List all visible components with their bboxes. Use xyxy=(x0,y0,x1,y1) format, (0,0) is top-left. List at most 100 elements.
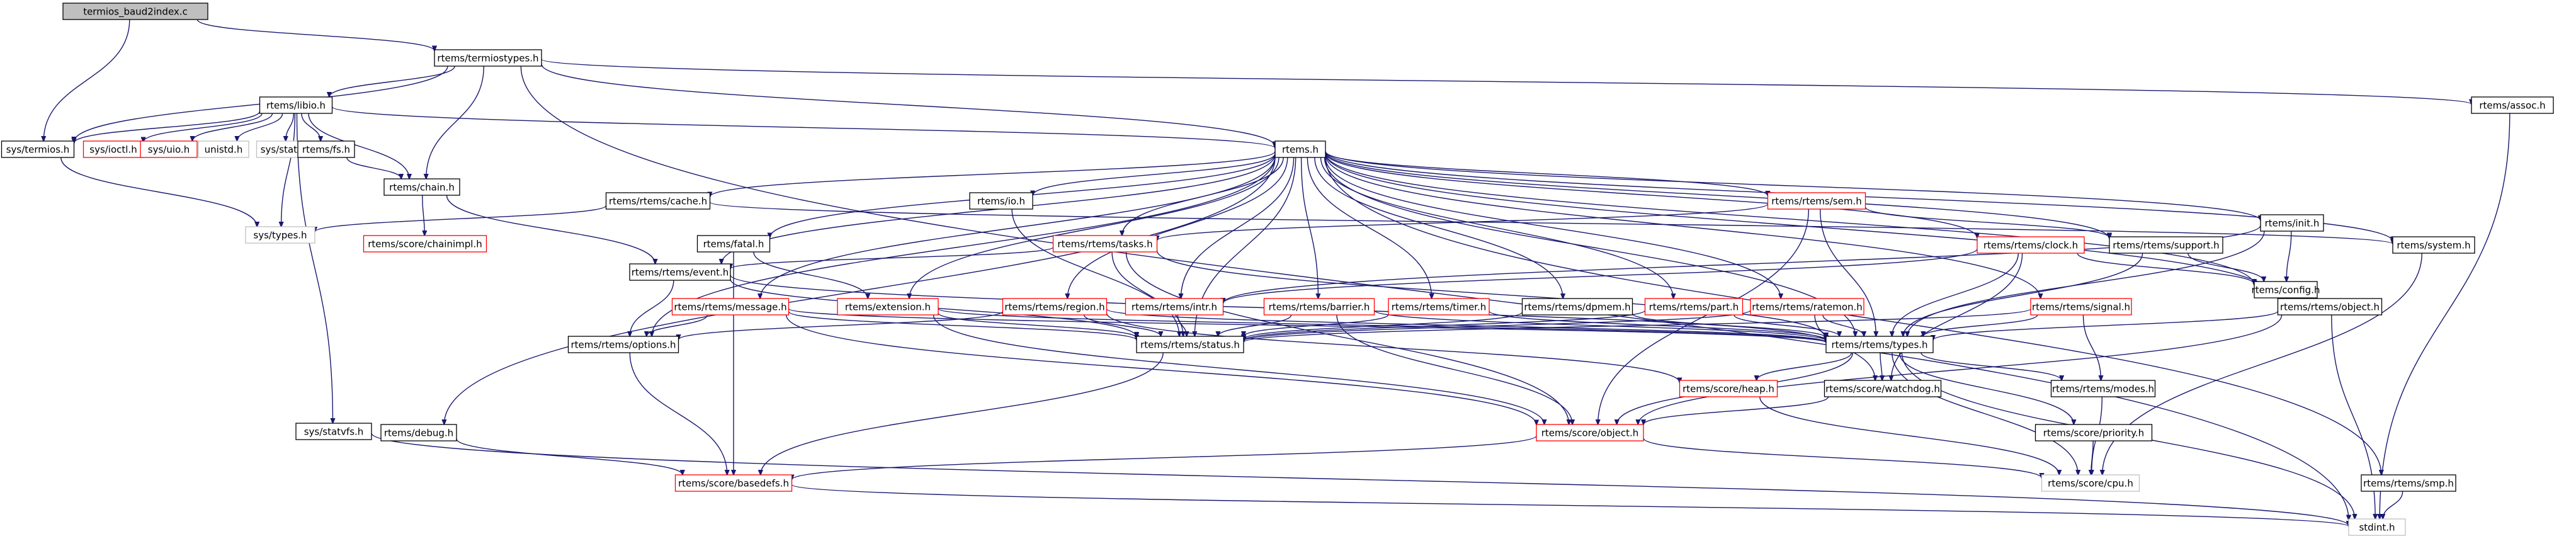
edge-fatal-to-extension xyxy=(753,251,868,299)
node-cache[interactable]: rtems/rtems/cache.h xyxy=(605,192,711,210)
node-priority[interactable]: rtems/score/priority.h xyxy=(2034,424,2153,441)
node-label: rtems/rtems/clock.h xyxy=(1983,240,2078,251)
node-event[interactable]: rtems/rtems/event.h xyxy=(629,263,731,281)
node-rtemsfs[interactable]: rtems/fs.h xyxy=(297,140,355,158)
node-intr[interactable]: rtems/rtems/intr.h xyxy=(1125,298,1224,316)
edge-libio-to-sysioctl xyxy=(144,113,263,142)
node-box xyxy=(1825,336,1934,353)
edges-layer xyxy=(43,19,2511,527)
node-config[interactable]: rtems/config.h xyxy=(2252,281,2320,299)
node-label: rtems/chain.h xyxy=(389,182,455,193)
node-stdint[interactable]: stdint.h xyxy=(2348,518,2406,536)
node-systypes[interactable]: sys/types.h xyxy=(245,226,315,244)
node-cpu[interactable]: rtems/score/cpu.h xyxy=(2041,474,2140,492)
node-chainimpl[interactable]: rtems/score/chainimpl.h xyxy=(363,235,487,253)
edge-rtemsh-to-ratemon xyxy=(1325,157,1781,299)
node-box xyxy=(1002,298,1108,316)
node-box xyxy=(1824,380,1942,397)
node-clock[interactable]: rtems/rtems/clock.h xyxy=(1977,236,2085,254)
edge-part-to-status xyxy=(1244,310,1646,341)
edge-sem-to-tasks xyxy=(1157,203,1769,241)
node-debug[interactable]: rtems/debug.h xyxy=(380,424,457,441)
node-init[interactable]: rtems/init.h xyxy=(2260,214,2324,232)
edge-termiostypes-to-chain xyxy=(426,65,484,179)
edge-region-to-options xyxy=(679,310,1004,339)
node-box xyxy=(674,474,793,492)
node-ratemon[interactable]: rtems/rtems/ratemon.h xyxy=(1750,298,1864,316)
node-system[interactable]: rtems/system.h xyxy=(2392,236,2475,254)
node-label: unistd.h xyxy=(205,144,243,156)
edge-priority-to-cpu xyxy=(2091,440,2093,475)
node-fatal[interactable]: rtems/fatal.h xyxy=(696,235,771,253)
node-barrier[interactable]: rtems/rtems/barrier.h xyxy=(1263,298,1375,316)
node-label: rtems/score/object.h xyxy=(1541,428,1639,439)
node-support[interactable]: rtems/rtems/support.h xyxy=(2109,236,2223,254)
node-assoc[interactable]: rtems/assoc.h xyxy=(2471,96,2554,114)
node-rtemsh[interactable]: rtems.h xyxy=(1274,140,1326,158)
node-box xyxy=(567,336,679,353)
node-box xyxy=(969,192,1033,210)
edge-types-to-modes xyxy=(1921,352,2062,380)
node-label: rtems/score/watchdog.h xyxy=(1825,384,1940,395)
edge-rtemsh-to-support xyxy=(1325,152,2109,239)
node-tasks[interactable]: rtems/rtems/tasks.h xyxy=(1052,235,1158,253)
node-libio[interactable]: rtems/libio.h xyxy=(259,96,333,114)
node-object[interactable]: rtems/rtems/object.h xyxy=(2277,298,2383,316)
edge-rtemsh-to-dpmem xyxy=(1314,157,1563,299)
node-label: rtems/rtems/region.h xyxy=(1004,302,1104,313)
node-types[interactable]: rtems/rtems/types.h xyxy=(1825,336,1934,353)
node-box xyxy=(1977,236,2085,254)
node-sysioctl[interactable]: sys/ioctl.h xyxy=(82,140,144,158)
node-root[interactable]: termios_baud2index.c xyxy=(62,3,208,20)
node-label: rtems/libio.h xyxy=(266,100,326,111)
edge-systermios-to-systypes xyxy=(60,157,257,227)
node-io[interactable]: rtems/io.h xyxy=(969,192,1033,210)
node-label: rtems.h xyxy=(1282,144,1319,156)
node-message[interactable]: rtems/rtems/message.h xyxy=(671,298,790,316)
node-region[interactable]: rtems/rtems/region.h xyxy=(1002,298,1108,316)
node-part[interactable]: rtems/rtems/part.h xyxy=(1644,298,1744,316)
edge-libio-to-rtemsh xyxy=(331,106,1276,149)
node-dpmem[interactable]: rtems/rtems/dpmem.h xyxy=(1521,298,1633,316)
node-sem[interactable]: rtems/rtems/sem.h xyxy=(1767,192,1866,210)
node-label: sys/uio.h xyxy=(148,144,190,156)
node-label: rtems/rtems/support.h xyxy=(2113,240,2219,251)
node-timer[interactable]: rtems/rtems/timer.h xyxy=(1388,298,1490,316)
node-status[interactable]: rtems/rtems/status.h xyxy=(1136,336,1244,353)
node-basedefs[interactable]: rtems/score/basedefs.h xyxy=(674,474,793,492)
edge-rtemsh-to-region xyxy=(1067,157,1288,299)
edge-types-to-cpu xyxy=(1892,352,2078,475)
edge-smp-to-stdint xyxy=(2383,491,2403,519)
node-heap[interactable]: rtems/score/heap.h xyxy=(1679,380,1778,397)
node-systermios[interactable]: sys/termios.h xyxy=(1,140,75,158)
node-termiostypes[interactable]: rtems/termiostypes.h xyxy=(434,49,542,67)
edge-termiostypes-to-rtemsh xyxy=(541,64,1275,147)
node-extension[interactable]: rtems/extension.h xyxy=(837,298,939,316)
node-label: rtems/fatal.h xyxy=(703,239,764,250)
node-sysuio[interactable]: sys/uio.h xyxy=(140,140,198,158)
edge-rtemsh-to-init xyxy=(1325,151,2261,220)
node-modes[interactable]: rtems/rtems/modes.h xyxy=(2050,380,2156,397)
node-label: rtems/rtems/timer.h xyxy=(1392,302,1486,313)
edge-rtemsh-to-clock xyxy=(1325,152,1977,238)
node-box xyxy=(1767,192,1866,210)
node-sysstatvfs[interactable]: sys/statvfs.h xyxy=(295,423,372,440)
node-smp[interactable]: rtems/rtems/smp.h xyxy=(2361,474,2456,492)
edge-debug-to-basedefs xyxy=(456,438,683,475)
node-chain[interactable]: rtems/chain.h xyxy=(383,178,460,196)
node-box xyxy=(2034,424,2153,441)
edge-object-to-types xyxy=(1933,310,2279,340)
node-box xyxy=(1,140,75,158)
node-watchdog[interactable]: rtems/score/watchdog.h xyxy=(1824,380,1942,397)
edge-barrier-to-status xyxy=(1218,314,1292,336)
node-options[interactable]: rtems/rtems/options.h xyxy=(567,336,679,353)
node-box xyxy=(259,96,333,114)
edge-rtemsh-to-extension xyxy=(909,157,1279,299)
node-scoreobject[interactable]: rtems/score/object.h xyxy=(1536,424,1644,441)
node-box xyxy=(1521,298,1633,316)
node-unistd[interactable]: unistd.h xyxy=(198,140,249,158)
edge-sem-to-types xyxy=(1820,208,1876,336)
edge-timer-to-status xyxy=(1244,314,1389,336)
node-signal[interactable]: rtems/rtems/signal.h xyxy=(2030,298,2132,316)
edge-barrier-to-types xyxy=(1373,310,1827,341)
